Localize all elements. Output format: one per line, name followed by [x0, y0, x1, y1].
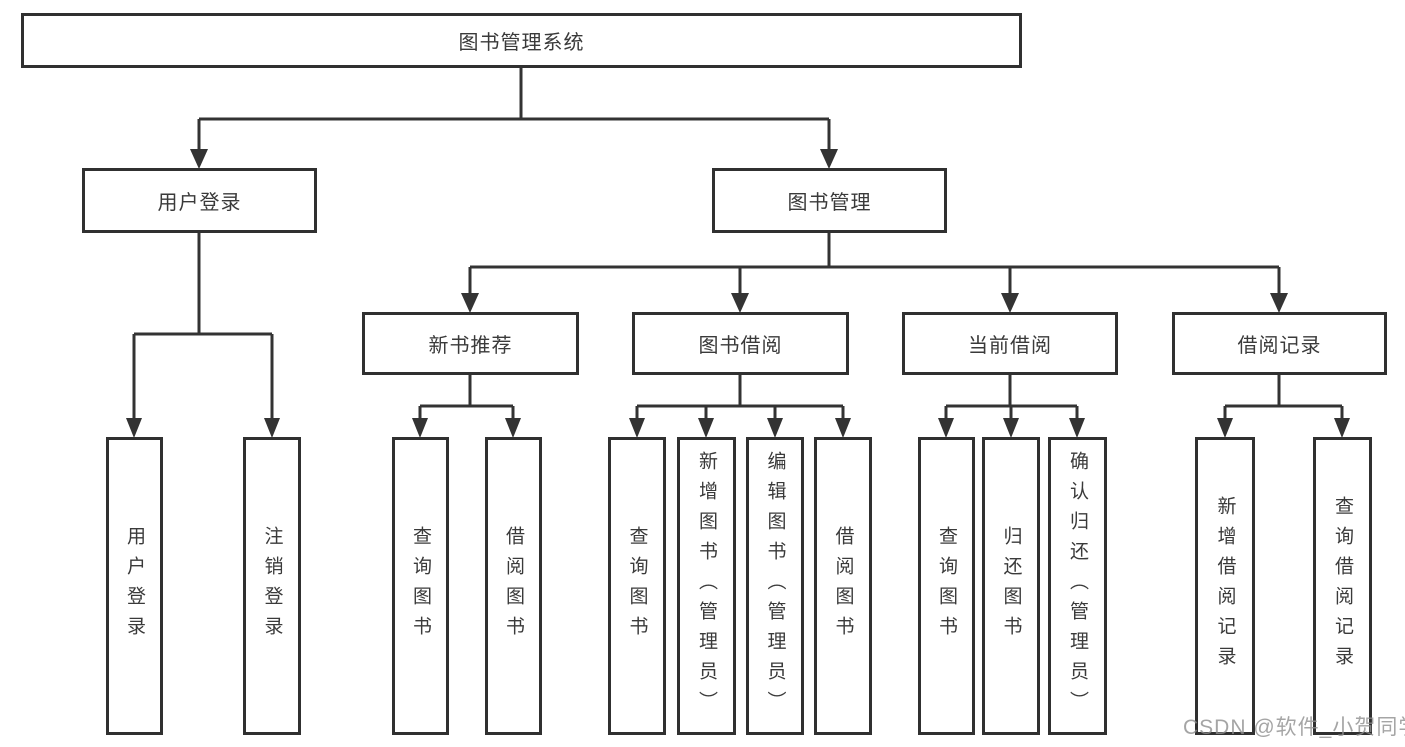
- connector-root-to-level2: [190, 68, 838, 169]
- node-borrowing-records: 借阅记录: [1172, 312, 1387, 375]
- connector-current-borrowing-to-leaves: [938, 375, 1085, 438]
- leaf-query-books-current: 查询图书: [918, 437, 975, 735]
- node-book-borrowing: 图书借阅: [632, 312, 849, 375]
- connector-new-book-recommend-to-leaves: [412, 375, 521, 438]
- connector-book-management-to-level3: [461, 233, 1288, 313]
- node-new-book-recommend: 新书推荐: [362, 312, 579, 375]
- leaf-add-books-admin: 新增图书（管理员）: [677, 437, 736, 735]
- node-book-management-module: 图书管理: [712, 168, 947, 233]
- connector-borrowing-records-to-leaves: [1217, 375, 1350, 438]
- leaf-return-books: 归还图书: [982, 437, 1040, 735]
- csdn-watermark: CSDN @软件_小贺同学: [1183, 716, 1405, 739]
- leaf-edit-books-admin: 编辑图书（管理员）: [746, 437, 804, 735]
- leaf-query-borrow-record: 查询借阅记录: [1313, 437, 1372, 735]
- leaf-add-borrow-record: 新增借阅记录: [1195, 437, 1255, 735]
- connector-book-borrowing-to-leaves: [629, 375, 851, 438]
- leaf-confirm-return-admin: 确认归还（管理员）: [1048, 437, 1107, 735]
- leaf-borrow-books-recommend: 借阅图书: [485, 437, 542, 735]
- node-current-borrowing: 当前借阅: [902, 312, 1118, 375]
- leaf-query-books-borrowing: 查询图书: [608, 437, 666, 735]
- leaf-query-books-recommend: 查询图书: [392, 437, 449, 735]
- leaf-borrow-books-borrowing: 借阅图书: [814, 437, 872, 735]
- connector-user-login-to-leaves: [126, 233, 280, 438]
- node-user-login-module: 用户登录: [82, 168, 317, 233]
- node-library-management-system: 图书管理系统: [21, 13, 1022, 68]
- leaf-user-login: 用户登录: [106, 437, 163, 735]
- leaf-logout: 注销登录: [243, 437, 301, 735]
